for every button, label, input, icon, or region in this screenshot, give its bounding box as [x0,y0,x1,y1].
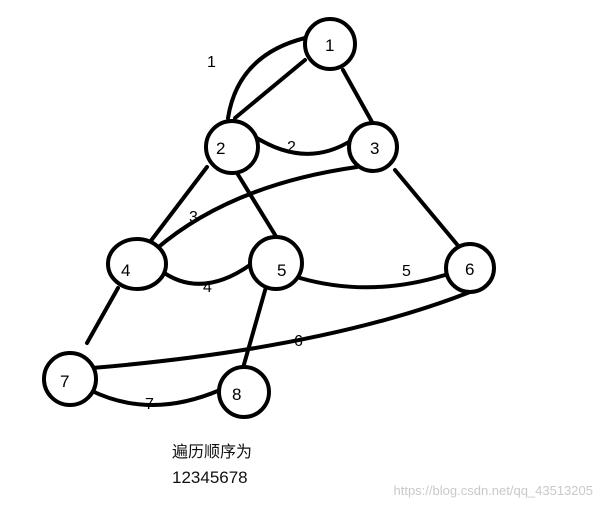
caption-title: 遍历顺序为 [172,442,253,461]
node-1-circle [303,17,357,71]
node-7-circle [42,351,98,407]
node-4-label: 4 [121,261,130,280]
node-7-label: 7 [60,372,69,391]
edge-2-3 [250,133,354,156]
traversal-curve-1 [226,36,307,120]
edge-order-label-1: 1 [207,54,216,71]
caption-sequence: 12345678 [172,468,248,487]
node-8-label: 8 [232,385,241,404]
node-2-label: 2 [216,139,225,158]
node-2-circle [204,119,260,175]
node-1-label: 1 [325,36,334,55]
edge-order-label-5: 5 [402,263,411,280]
node-6-label: 6 [465,260,474,279]
edge-order-label-4: 4 [203,279,212,296]
edge-4-5 [158,263,252,286]
edge-order-label-3: 3 [189,209,198,226]
watermark-text: https://blog.csdn.net/qq_43513205 [393,483,594,498]
node-5-label: 5 [277,261,286,280]
edge-3-4 [153,165,359,252]
edge-1-2 [233,58,307,120]
edge-order-label-7: 7 [145,396,154,413]
edge-6-7 [90,288,477,370]
edge-3-6 [393,168,462,250]
node-4-circle [106,237,168,291]
node-3-circle [347,121,399,173]
edge-7-8 [88,388,222,407]
node-6-circle [444,242,496,294]
edge-order-label-2: 2 [287,139,296,156]
edge-order-label-6: 6 [294,333,303,350]
edge-5-8 [241,285,268,370]
edge-2-4 [148,165,209,244]
edge-2-5 [235,171,279,240]
edge-5-6 [298,273,447,290]
node-8-circle [217,365,271,419]
edge-1-3 [341,68,374,124]
node-5-circle [248,235,304,291]
edge-4-7 [85,286,120,345]
node-3-label: 3 [370,139,379,158]
